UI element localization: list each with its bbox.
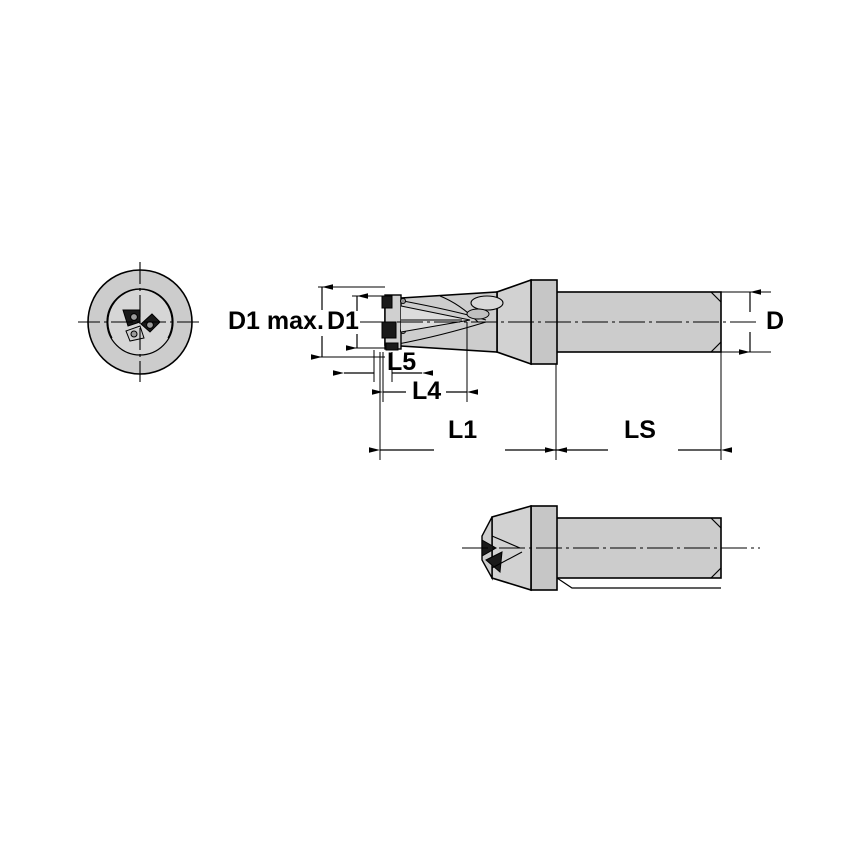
- shank-chamfer-bottom-2: [710, 567, 722, 579]
- shank-chamfer-top-2: [710, 517, 722, 529]
- insert-central: [381, 321, 397, 339]
- label-l5: L5: [387, 348, 417, 376]
- insert-lower: [385, 342, 399, 351]
- end-view-screw-3: [130, 330, 138, 338]
- flute-relief-ellipse: [470, 295, 504, 311]
- end-view-screw-2: [146, 321, 154, 329]
- shank-step-2: [556, 577, 721, 589]
- flute-line-3: [439, 295, 479, 323]
- shank-chamfer-top: [710, 291, 722, 303]
- side-view-bottom: [462, 504, 760, 592]
- label-d1-max: D1 max.: [228, 307, 324, 335]
- label-d1: D1: [327, 307, 359, 335]
- chip-pocket-outline: [400, 305, 471, 333]
- insert-2b: [485, 551, 503, 574]
- label-l1: L1: [448, 416, 478, 444]
- flute-line-2b: [491, 551, 523, 569]
- front-end-view: [78, 262, 202, 382]
- coolant-hole: [466, 308, 490, 320]
- shank-chamfer-bottom: [710, 341, 722, 353]
- label-ls: LS: [624, 416, 656, 444]
- side-view-top: [311, 278, 771, 460]
- flute-line-2: [397, 321, 487, 345]
- label-l4: L4: [412, 377, 442, 405]
- end-view-flute-arc-2: [107, 288, 141, 339]
- insert-screw-top: [399, 297, 407, 305]
- end-view-screw-1: [130, 313, 138, 321]
- label-d: D: [766, 307, 785, 335]
- flute-line-2a: [491, 535, 521, 549]
- end-view-flute-arc-1: [139, 288, 173, 339]
- insert-peripheral: [381, 295, 393, 309]
